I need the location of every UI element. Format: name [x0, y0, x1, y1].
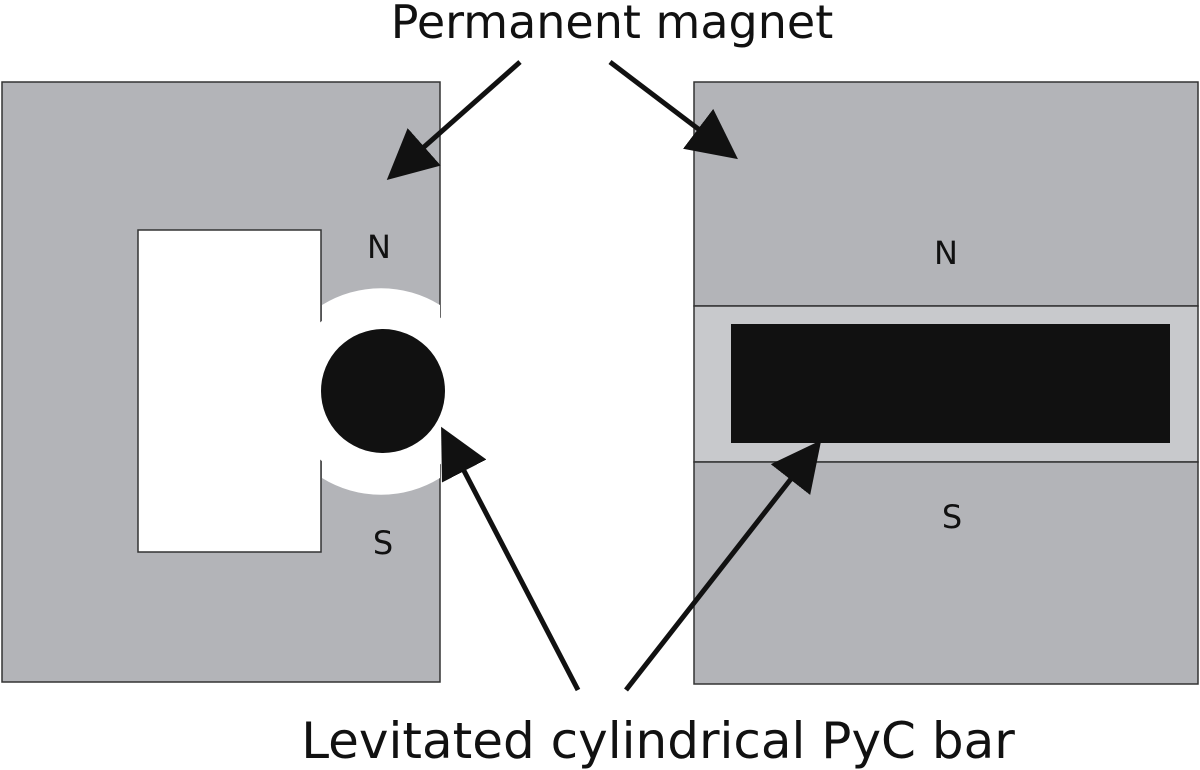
- left-south-pole-label: S: [373, 524, 393, 562]
- left-north-pole-label: N: [367, 228, 391, 266]
- arrow-to-right-magnet: [608, 60, 738, 160]
- right-north-pole-label: N: [934, 234, 958, 272]
- arrow-to-right-bar: [624, 440, 822, 692]
- levitated-bar-label: Levitated cylindrical PyC bar: [301, 712, 1015, 770]
- left-pyc-bar-cross-section: [321, 329, 445, 453]
- right-magnet-north-block: [693, 81, 1199, 307]
- left-magnet: N S: [1, 81, 476, 683]
- right-magnet: N S: [693, 81, 1199, 685]
- arrow-to-left-magnet: [386, 60, 522, 180]
- right-south-pole-label: S: [942, 498, 962, 536]
- right-pyc-bar: [731, 324, 1170, 443]
- right-magnet-south-block: [693, 461, 1199, 685]
- permanent-magnet-label: Permanent magnet: [391, 0, 833, 49]
- arrow-to-left-bar: [441, 426, 581, 692]
